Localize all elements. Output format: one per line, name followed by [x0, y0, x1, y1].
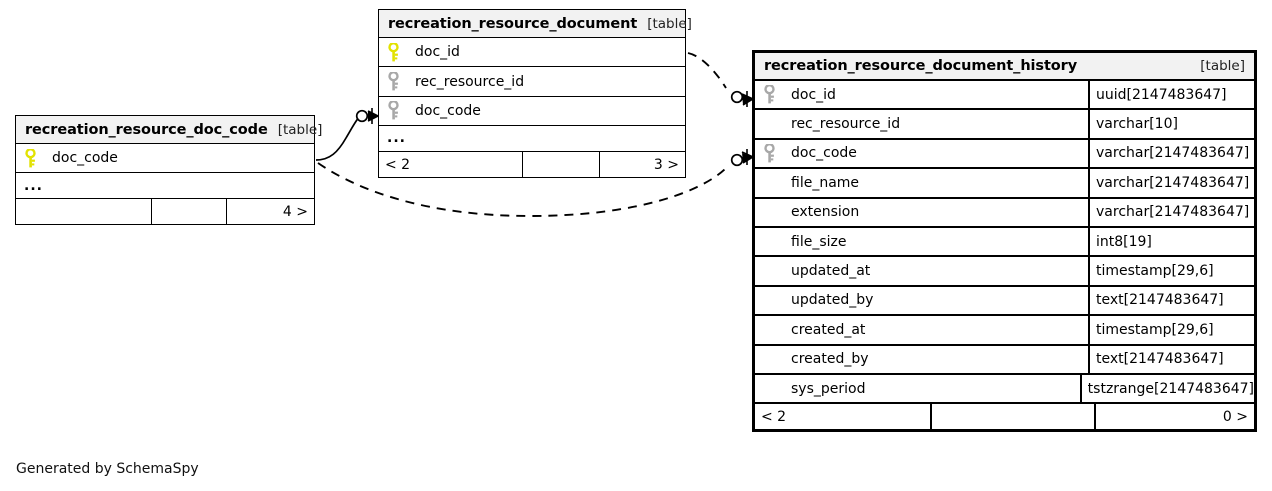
key-slot-empty [755, 199, 783, 226]
table-row[interactable]: doc_code varchar[2147483647] [755, 139, 1254, 170]
table-row[interactable]: doc_id uuid[2147483647] [755, 81, 1254, 111]
key-slot-empty [755, 257, 783, 284]
table-footer: 4 > [16, 199, 314, 225]
key-slot-empty [755, 228, 783, 255]
optional-marker [730, 153, 744, 167]
column-name: updated_at [791, 263, 871, 280]
table-type-tag: [table] [277, 121, 323, 138]
table-recreation_resource_document_history[interactable]: recreation_resource_document_history [ta… [752, 50, 1257, 433]
key-slot-empty [755, 287, 783, 314]
table-row[interactable]: extension varchar[2147483647] [755, 198, 1254, 228]
foreign-key-icon [755, 140, 783, 167]
column-name: updated_by [791, 292, 874, 309]
table-recreation_resource_document[interactable]: recreation_resource_document [table] doc… [378, 9, 692, 179]
table-row[interactable]: doc_code [379, 97, 685, 127]
primary-key-icon [379, 38, 407, 66]
table-footer: < 2 0 > [755, 404, 1254, 430]
column-name: rec_resource_id [415, 73, 525, 90]
column-name: rec_resource_id [791, 116, 901, 133]
column-type: timestamp[29,6] [1088, 257, 1254, 285]
table-row[interactable]: rec_resource_id [379, 67, 685, 97]
primary-key-icon [16, 144, 44, 172]
foreign-key-icon [379, 97, 407, 125]
more-columns-indicator[interactable]: ... [379, 126, 685, 153]
column-name: created_at [791, 321, 866, 338]
table-header: recreation_resource_document_history [ta… [755, 53, 1254, 81]
footer-middle [930, 404, 1094, 430]
column-name: doc_id [791, 86, 836, 103]
foreign-key-icon [379, 67, 407, 95]
table-footer: < 2 3 > [379, 152, 685, 178]
optional-marker [355, 109, 369, 123]
column-name: sys_period [791, 380, 866, 397]
arrowhead [368, 111, 378, 121]
column-type: text[2147483647] [1088, 286, 1254, 315]
table-row[interactable]: file_name varchar[2147483647] [755, 169, 1254, 199]
column-name: file_name [791, 174, 860, 191]
key-slot-empty [755, 375, 783, 402]
table-title: recreation_resource_document_history [764, 58, 1078, 74]
table-type-tag: [table] [647, 15, 692, 32]
table-row[interactable]: created_at timestamp[29,6] [755, 316, 1254, 346]
footer-middle [151, 199, 226, 225]
table-row[interactable]: created_by text[2147483647] [755, 345, 1254, 375]
column-name: doc_code [791, 145, 857, 162]
table-title: recreation_resource_document [388, 15, 638, 32]
more-columns-indicator[interactable]: ... [16, 173, 314, 200]
footer-middle [522, 152, 599, 178]
column-name: doc_id [415, 44, 460, 61]
table-row[interactable]: doc_code [16, 144, 314, 174]
table-title: recreation_resource_doc_code [25, 121, 268, 138]
table-row[interactable]: file_size int8[19] [755, 227, 1254, 258]
footer-parents-count[interactable]: < 2 [385, 156, 411, 173]
key-slot-empty [755, 346, 783, 373]
table-header: recreation_resource_doc_code [table] [16, 116, 322, 144]
column-type: varchar[2147483647] [1088, 198, 1254, 226]
footer-children-count[interactable]: 4 > [226, 199, 314, 225]
column-type: uuid[2147483647] [1088, 81, 1254, 109]
table-header: recreation_resource_document [table] [379, 10, 692, 38]
column-name: file_size [791, 233, 847, 250]
key-slot-empty [755, 169, 783, 196]
footer-parents-count[interactable]: < 2 [761, 408, 787, 425]
table-row[interactable]: rec_resource_id varchar[10] [755, 110, 1254, 140]
generator-credit: Generated by SchemaSpy [16, 461, 199, 477]
table-row[interactable]: doc_id [379, 38, 685, 68]
foreign-key-icon [755, 81, 783, 108]
optional-marker [730, 90, 744, 104]
table-type-tag: [table] [1200, 58, 1245, 74]
column-name: extension [791, 204, 860, 221]
table-row[interactable]: sys_period tstzrange[2147483647] [755, 374, 1254, 405]
footer-parents-count[interactable] [16, 199, 151, 224]
edge-document-to-history [687, 52, 754, 107]
table-recreation_resource_doc_code[interactable]: recreation_resource_doc_code [table] doc… [15, 115, 322, 226]
column-type: text[2147483647] [1088, 345, 1254, 373]
table-row[interactable]: updated_by text[2147483647] [755, 286, 1254, 317]
column-type: timestamp[29,6] [1088, 316, 1254, 344]
column-type: int8[19] [1088, 227, 1254, 256]
table-row[interactable]: updated_at timestamp[29,6] [755, 257, 1254, 287]
footer-children-count[interactable]: 0 > [1094, 404, 1254, 430]
key-slot-empty [755, 110, 783, 137]
edge-doc_code-to-document [315, 108, 379, 161]
footer-children-count[interactable]: 3 > [599, 152, 685, 178]
column-type: varchar[2147483647] [1088, 139, 1254, 168]
column-name: doc_code [52, 150, 118, 167]
column-name: created_by [791, 351, 869, 368]
column-type: varchar[10] [1088, 110, 1254, 138]
column-type: varchar[2147483647] [1088, 169, 1254, 197]
column-name: doc_code [415, 102, 481, 119]
column-type: tstzrange[2147483647] [1079, 374, 1254, 403]
key-slot-empty [755, 316, 783, 343]
